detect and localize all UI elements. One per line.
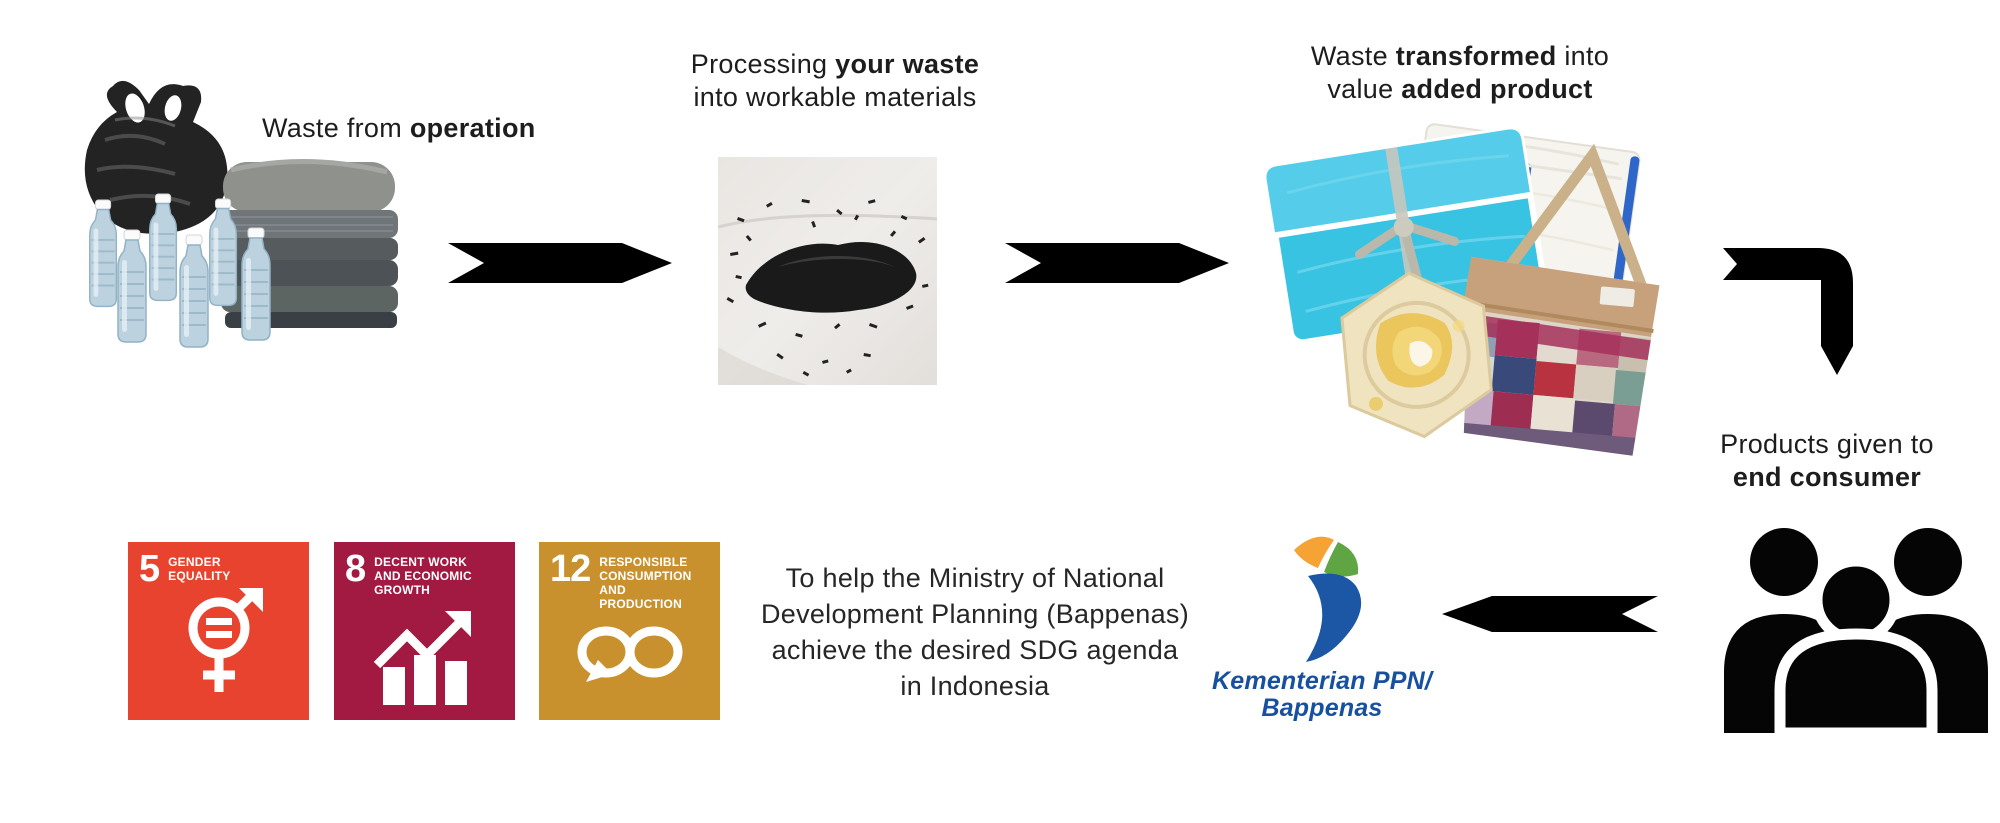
bappenas-logo-green-petal — [1324, 542, 1359, 577]
step2-line1-prefix: Processing — [690, 49, 836, 79]
people-group-icon — [1724, 528, 1988, 733]
mission-line: in Indonesia — [900, 671, 1050, 701]
sdg-tiles: 5 GENDER EQUALITY 8 DECENT WORK AND ECON… — [128, 542, 728, 720]
mission-text: To help the Ministry of National Develop… — [735, 560, 1215, 704]
patchwork-tote-icon — [1455, 143, 1660, 457]
step2-line2: into workable materials — [693, 82, 977, 112]
mission-line: To help the Ministry of National — [785, 563, 1165, 593]
sdg-tile-5-gender-equality: 5 GENDER EQUALITY — [128, 542, 309, 720]
step3-line1-prefix: Waste — [1310, 41, 1396, 71]
shredded-plastic-photo-illustration — [718, 157, 937, 385]
plastic-bag-icon — [84, 80, 228, 234]
mission-line: Development Planning (Bappenas) — [760, 599, 1190, 629]
sdg-title: GENDER EQUALITY — [168, 555, 231, 584]
waste-photo-illustration — [84, 80, 398, 348]
bappenas-logo — [1294, 536, 1362, 662]
step3-line2-prefix: value — [1327, 74, 1402, 104]
ribbon-arrow-right-icon — [1005, 243, 1229, 283]
step4-label: Products given to end consumer — [1697, 428, 1957, 494]
sdg-number: 12 — [550, 548, 591, 590]
elbow-arrow-down-icon — [1723, 248, 1853, 375]
sdg-tile-8-decent-work: 8 DECENT WORK AND ECONOMIC GROWTH — [334, 542, 515, 720]
sdg-title: RESPONSIBLE CONSUMPTION AND PRODUCTION — [599, 555, 692, 612]
step3-line2-bold: added product — [1401, 74, 1593, 104]
infinity-arrow-icon — [577, 626, 682, 682]
step3-line1-bold: transformed — [1395, 41, 1557, 71]
sdg-title: DECENT WORK AND ECONOMIC GROWTH — [374, 555, 472, 598]
ribbon-arrow-left-icon — [1442, 596, 1658, 632]
bappenas-caption: Kementerian PPN/ Bappenas — [1212, 668, 1432, 722]
step1-label-bold: operation — [409, 113, 536, 143]
sdg-number: 8 — [345, 548, 366, 590]
sdg-number: 5 — [139, 548, 160, 590]
bappenas-caption-line2: Bappenas — [1261, 694, 1383, 722]
sdg-tile-12-responsible-consumption: 12 RESPONSIBLE CONSUMPTION AND PRODUCTIO… — [539, 542, 720, 720]
ribbon-arrow-right-icon — [448, 243, 672, 283]
bappenas-caption-line1: Kementerian PPN/ — [1212, 667, 1432, 695]
growth-chart-icon — [373, 611, 471, 706]
gender-equality-icon — [188, 588, 263, 693]
step2-label: Processing your waste into workable mate… — [660, 48, 1010, 114]
step3-line1-suffix: into — [1556, 41, 1610, 71]
step1-label-prefix: Waste from — [262, 113, 410, 143]
mission-line: achieve the desired SDG agenda — [771, 635, 1179, 665]
bappenas-logo-orange-petal — [1294, 536, 1334, 568]
step3-label: Waste transformed into value added produ… — [1290, 40, 1630, 106]
bappenas-logo-blue-swoosh — [1306, 573, 1362, 662]
step4-line2-bold: end consumer — [1732, 462, 1922, 492]
step2-line1-bold: your waste — [835, 49, 980, 79]
step4-line1: Products given to — [1720, 429, 1934, 459]
hexagon-plate-icon — [1340, 271, 1493, 439]
step1-label: Waste from operation — [262, 112, 536, 145]
products-photo-illustration — [1265, 123, 1660, 457]
